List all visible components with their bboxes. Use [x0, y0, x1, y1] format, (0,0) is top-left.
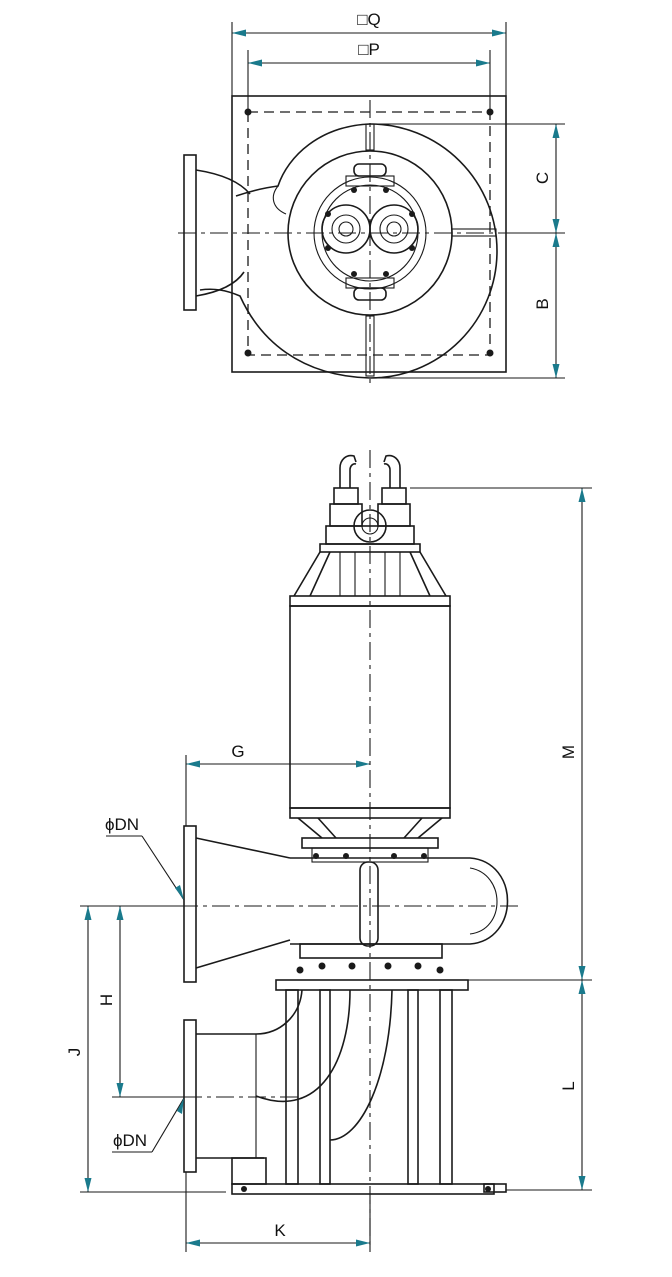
cable-gland-left-elev — [333, 487, 359, 505]
volute-tongue — [272, 185, 287, 215]
lower-frame-struts — [297, 817, 443, 839]
elbow-outer — [329, 989, 393, 1141]
gland-body-left — [329, 503, 363, 527]
arrow-head — [232, 29, 246, 37]
volute-tongue-elev — [359, 861, 379, 947]
arrow-head — [186, 760, 200, 768]
suction-support — [231, 1157, 267, 1185]
arrow-head — [578, 980, 586, 994]
corner-bolt — [244, 349, 252, 357]
cable-hook-left — [339, 454, 357, 488]
frame-struts — [293, 551, 447, 597]
dn-bottom-leader — [151, 1097, 185, 1153]
cable-gland-right-inner — [379, 214, 409, 244]
m-label: M — [559, 745, 578, 759]
arrow-head — [552, 364, 560, 378]
arrow-head — [356, 1239, 370, 1247]
outlet-bottom-edge — [195, 271, 245, 297]
outlet-top-edge — [195, 169, 251, 195]
pump-bottom-flange — [299, 943, 443, 959]
suction-flange — [183, 1019, 197, 1173]
volute-upper-throat — [235, 123, 371, 197]
volute-lower-throat — [199, 288, 371, 379]
base-bolt — [241, 1186, 247, 1192]
arrow-head — [552, 233, 560, 247]
outlet-cone-bottom — [195, 939, 291, 969]
l-label: L — [559, 1081, 578, 1090]
elevation-view: G M L ϕDN ϕDN H J — [65, 450, 592, 1252]
arrow-head — [177, 1098, 184, 1114]
arrow-head — [578, 488, 586, 502]
arrow-head — [492, 29, 506, 37]
arrow-head — [552, 219, 560, 233]
b-label: B — [533, 298, 552, 309]
stand-leg — [285, 989, 299, 1185]
cable-gland-right-elev — [381, 487, 407, 505]
cable-core-right — [386, 221, 402, 237]
g-label: G — [231, 742, 244, 761]
elbow-inner — [255, 989, 351, 1103]
k-label: K — [274, 1221, 286, 1240]
dn-bottom-label: ϕDN — [113, 1131, 147, 1150]
arrow-head — [356, 760, 370, 768]
dn-top-label: ϕDN — [105, 815, 139, 834]
gland-body-right — [377, 503, 411, 527]
arrow-head — [248, 59, 262, 67]
p-label: □P — [358, 40, 380, 59]
cable-hook-left-inner — [349, 463, 357, 488]
j-label: J — [65, 1048, 84, 1057]
arrow-head — [186, 1239, 200, 1247]
q-label: □Q — [357, 10, 381, 29]
cover-bolts — [325, 187, 415, 277]
ground-base-plate — [231, 1183, 495, 1195]
volute-inner-curve — [469, 867, 498, 935]
stand-leg — [439, 989, 453, 1185]
arrow-head — [175, 885, 184, 900]
c-label: C — [533, 172, 552, 184]
arrow-head — [116, 906, 124, 920]
arrow-head — [84, 1178, 92, 1192]
plan-view: □Q □P C B — [178, 10, 565, 385]
base-anchor — [483, 1183, 507, 1193]
base-bolt — [485, 1186, 491, 1192]
arrow-head — [578, 966, 586, 980]
arrow-head — [552, 124, 560, 138]
arrow-head — [84, 906, 92, 920]
outlet-flange-elev — [183, 825, 197, 983]
stand-leg — [319, 989, 331, 1185]
cable-hook-right-inner — [383, 463, 391, 488]
arrow-head — [476, 59, 490, 67]
cable-hook-right — [383, 454, 401, 488]
cable-core-left — [338, 221, 354, 237]
base-plate-square — [231, 95, 507, 373]
h-label: H — [97, 994, 116, 1006]
cable-gland-left-inner — [331, 214, 361, 244]
volute-outline — [369, 123, 498, 379]
arrow-head — [578, 1176, 586, 1190]
stand-top-plate — [275, 979, 469, 991]
volute-elevation — [290, 857, 509, 945]
corner-bolt — [486, 349, 494, 357]
arrow-head — [116, 1083, 124, 1097]
stand-leg — [407, 989, 419, 1185]
outlet-cone-top — [195, 837, 291, 859]
flange-bolts — [296, 853, 444, 974]
